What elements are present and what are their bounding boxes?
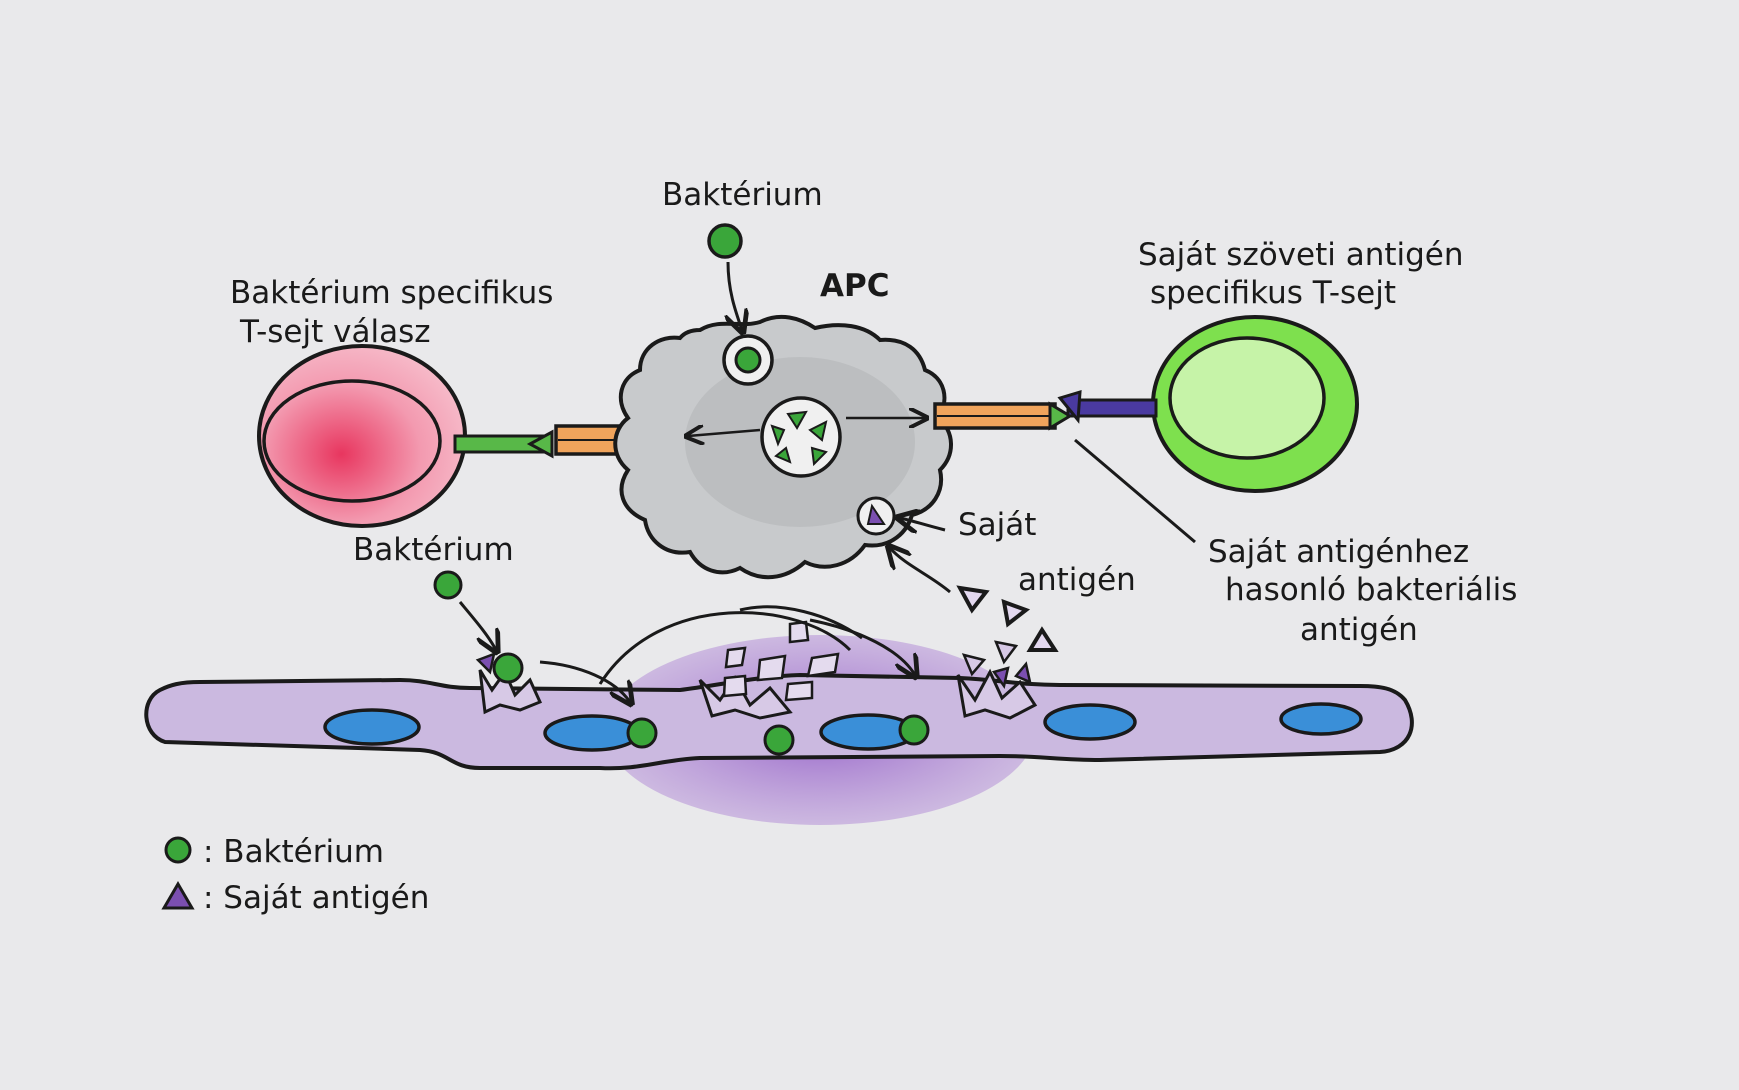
legend: : Baktérium : Saját antigén (161, 834, 429, 916)
pink-cell-nucleus (262, 379, 442, 503)
damage-burst-left (478, 668, 543, 715)
bacterium-top (707, 223, 743, 259)
bacterium-in-apc (734, 346, 762, 374)
label-similar-line2: hasonló bakteriális (1225, 572, 1517, 608)
fragment-3 (806, 652, 840, 678)
fragment-5 (784, 680, 814, 702)
label-bact-tcell-line1: Baktérium specifikus (230, 275, 553, 311)
label-self-tcell-line1: Saját szöveti antigén (1138, 237, 1464, 273)
bacterium-tissue-4 (898, 714, 930, 746)
bacterium-specific-t-cell (257, 344, 678, 528)
arrow-bacterium-to-tissue (458, 601, 496, 650)
bacterium-mid (433, 570, 463, 600)
damage-burst-right (956, 668, 1038, 720)
arrow-tissue-1 (539, 660, 630, 702)
nucleus-2 (543, 714, 641, 752)
tissue-layer (144, 605, 1414, 825)
bacterium-tissue-2 (626, 717, 658, 749)
green-receptor-tip (526, 429, 554, 459)
arrow-tissue-arc (598, 611, 852, 685)
arrow-self-antigen-to-apc (890, 548, 951, 594)
pointer-similar-antigen (1074, 438, 1196, 544)
bacterium-tissue-1 (492, 652, 524, 684)
tissue-cell-membrane (144, 672, 1414, 771)
self-antigen-frag-1 (475, 652, 496, 675)
apc-cell (613, 314, 953, 580)
legend-bacterium-icon (164, 836, 192, 864)
label-similar-line1: Saját antigénhez (1208, 534, 1469, 570)
self-antigen-float-1 (956, 585, 990, 614)
fragment-6 (788, 620, 810, 644)
self-antigen-frag-3 (993, 640, 1019, 665)
label-bacterium-top: Baktérium (662, 177, 823, 213)
similar-antigen-marker (1048, 401, 1073, 431)
legend-self-antigen-icon (161, 881, 195, 910)
legend-self-antigen-label: : Saját antigén (203, 880, 429, 916)
fragment-2 (756, 654, 787, 682)
purple-t-cell-receptor (1066, 398, 1158, 418)
self-antigen-in-apc (866, 503, 886, 525)
self-antigen-frag-4 (991, 666, 1010, 690)
bacterium-tissue-3 (763, 724, 795, 756)
label-self-tcell-line2: specifikus T-sejt (1150, 275, 1396, 311)
lysosome-processed-antigen (760, 396, 842, 478)
self-antigen-frag-5 (1013, 661, 1032, 685)
fragment-1 (724, 646, 747, 669)
nucleus-1 (323, 708, 421, 746)
legend-bacterium-label: : Baktérium (203, 834, 384, 870)
self-antigen-float-2 (1001, 598, 1031, 628)
fragment-4 (722, 674, 748, 698)
nucleus-5 (1279, 702, 1363, 736)
label-bacterium-mid: Baktérium (353, 532, 514, 568)
arrow-tissue-arc-3 (809, 618, 915, 675)
purple-receptor-tip (1057, 389, 1082, 424)
self-antigen-float-3 (1026, 626, 1059, 652)
label-similar-line3: antigén (1300, 612, 1418, 648)
self-antigen-specific-t-cell (933, 315, 1359, 493)
label-apc: APC (820, 268, 889, 304)
label-bact-tcell-line2: T-sejt válasz (239, 314, 431, 350)
label-self-antigen-line1: Saját (958, 507, 1036, 543)
arrow-bacterium-to-apc (728, 261, 742, 330)
self-antigen-frag-2 (961, 653, 987, 677)
green-cell-nucleus (1168, 336, 1326, 460)
arrow-label-to-vesicle (900, 518, 946, 530)
label-self-antigen-line2: antigén (1018, 562, 1136, 598)
arrow-apc-left (688, 430, 761, 436)
nucleus-4 (1043, 703, 1137, 741)
